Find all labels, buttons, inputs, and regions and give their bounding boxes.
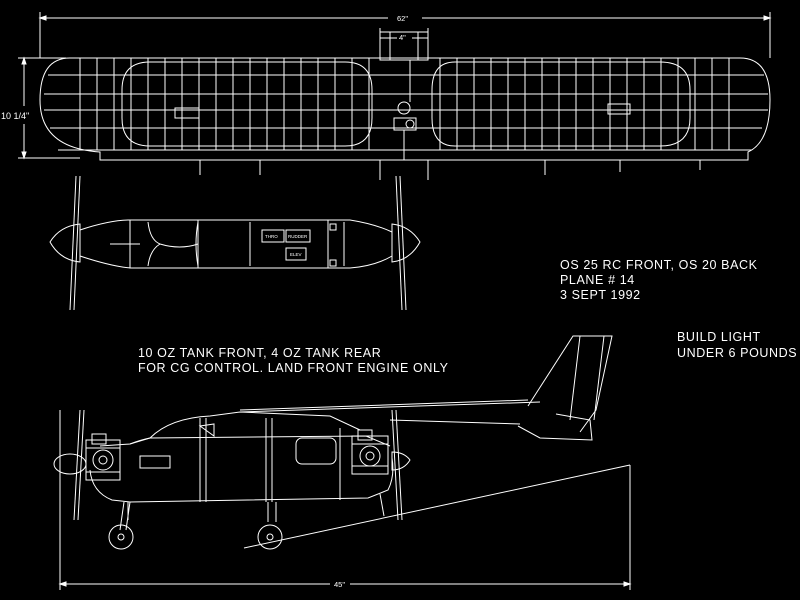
- chord-label: 10 1/4": [1, 111, 29, 121]
- notes: OS 25 RC FRONT, OS 20 BACK PLANE # 14 3 …: [138, 258, 797, 375]
- rear-engine: [351, 409, 411, 521]
- build-note-line1: BUILD LIGHT: [677, 330, 761, 344]
- chord-dimension: 10 1/4": [1, 56, 80, 160]
- throttle-label: THRO: [265, 234, 278, 239]
- elevator-label: ELEV: [290, 252, 302, 257]
- build-note-line2: UNDER 6 POUNDS: [677, 346, 797, 360]
- plane-number-note: PLANE # 14: [560, 273, 635, 287]
- date-note: 3 SEPT 1992: [560, 288, 641, 302]
- length-label: 45": [334, 580, 345, 589]
- wing-top-view: 62" 4" 10 1/4": [1, 12, 772, 180]
- wingspan-dimension: 62": [38, 12, 772, 58]
- fuselage-side-view: 45": [53, 335, 632, 590]
- engines-note: OS 25 RC FRONT, OS 20 BACK: [560, 258, 758, 272]
- fuselage-top-view: THRO RUDDER ELEV: [49, 175, 421, 311]
- wing-ribs: [79, 58, 730, 150]
- center-section-label: 4": [399, 33, 406, 42]
- rudder-label: RUDDER: [288, 234, 308, 239]
- wingspan-label: 62": [397, 14, 408, 23]
- tanks-note-line1: 10 OZ TANK FRONT, 4 OZ TANK REAR: [138, 346, 381, 360]
- length-dimension: 45": [58, 410, 632, 590]
- tanks-note-line2: FOR CG CONTROL. LAND FRONT ENGINE ONLY: [138, 361, 449, 375]
- front-engine: [53, 409, 121, 521]
- landing-gear: [108, 501, 283, 550]
- ground-line: [243, 464, 631, 549]
